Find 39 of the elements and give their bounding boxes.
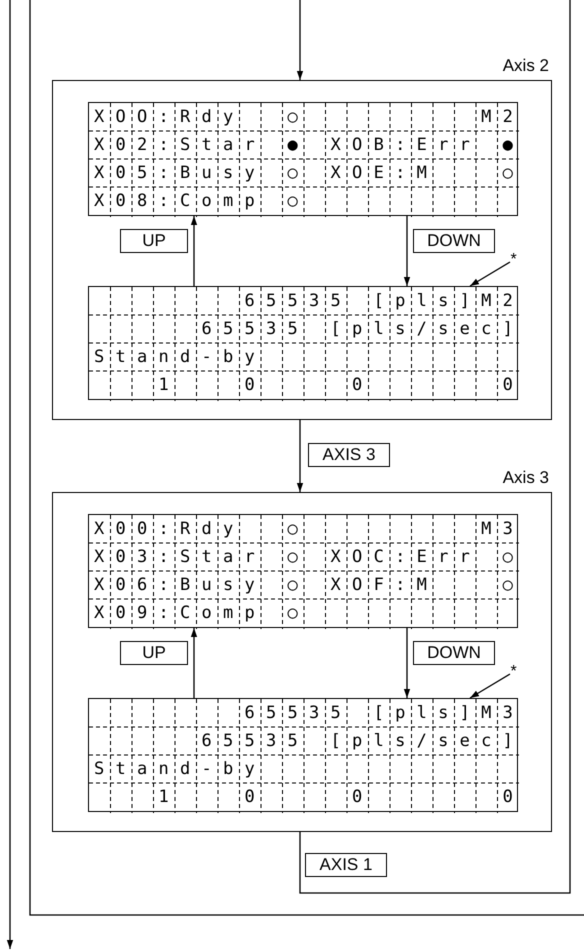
lcd-text-row-text: X03:Star ○ XOC:Err ○ <box>93 546 524 568</box>
edge-label: AXIS 3 <box>308 443 390 467</box>
lcd-text-row-text: Stand-by <box>93 758 268 780</box>
lcd-text-row-text: Stand-by <box>93 346 268 368</box>
arrow <box>296 420 304 492</box>
lcd-screen <box>88 102 518 216</box>
lcd-screen <box>88 286 518 400</box>
edge-label: UP <box>120 229 188 253</box>
lcd-text-row-text: 65535 [pls]M3 <box>244 702 524 724</box>
edge-label: UP <box>120 641 188 665</box>
lcd-screen <box>88 698 518 812</box>
lcd-text-row-text: 1 0 0 0 <box>158 786 524 808</box>
footnote-mark: * <box>510 664 517 680</box>
lcd-text-row-text: 65535 [pls/sec] <box>200 730 524 752</box>
lcd-text-row-text: X06:Busy ○ XOF:M ○ <box>93 574 524 596</box>
frame-title: Axis 3 <box>502 468 549 488</box>
lcd-text-row-text: 65535 [pls/sec] <box>200 318 524 340</box>
arrow <box>404 628 410 698</box>
edge-label: DOWN <box>413 641 495 665</box>
arrow <box>404 216 410 286</box>
lcd-text-row-text: X08:Comp ○ <box>93 190 310 212</box>
leader-line <box>470 261 510 287</box>
lcd-text-row-text: X00:Rdy ○ M3 <box>93 518 524 540</box>
lcd-text-row-text: X09:Comp ○ <box>93 602 310 624</box>
lcd-screen <box>88 514 518 628</box>
leader-line <box>470 673 510 699</box>
edge-label: AXIS 1 <box>305 853 387 877</box>
frame-title: Axis 2 <box>502 56 549 76</box>
connector-line <box>299 0 571 894</box>
lcd-text-row-text: 65535 [pls]M2 <box>244 290 524 312</box>
lcd-text-row-text: X05:Busy ○ XOE:M ○ <box>93 162 524 184</box>
lcd-text-row-text: XOO:Rdy ○ M2 <box>93 106 524 128</box>
lcd-text-row-text: 1 0 0 0 <box>158 374 524 396</box>
arrow <box>296 0 304 80</box>
arrow <box>190 216 198 286</box>
edge-label: DOWN <box>413 229 495 253</box>
arrow <box>190 628 198 698</box>
footnote-mark: * <box>510 252 517 268</box>
lcd-text-row-text: X02:Star ● XOB:Err ● <box>93 134 524 156</box>
